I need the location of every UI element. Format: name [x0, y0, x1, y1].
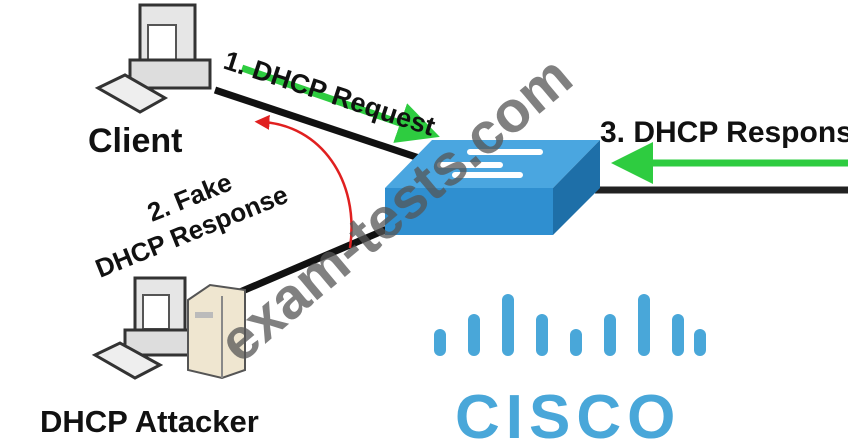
client-label: Client — [88, 122, 182, 160]
client-link — [213, 86, 427, 164]
cisco-logo — [434, 294, 706, 356]
cisco-wordmark: CISCO — [455, 383, 681, 441]
server-tower-icon — [187, 283, 246, 380]
attacker-computer-icon — [91, 276, 197, 380]
step3-label: 3. DHCP Response — [600, 116, 848, 149]
switch-icon — [385, 140, 600, 235]
request-arrow — [240, 64, 440, 143]
fake-response-arrow — [254, 114, 353, 249]
client-computer-icon — [94, 3, 212, 114]
attacker-label: DHCP Attacker — [40, 404, 259, 439]
